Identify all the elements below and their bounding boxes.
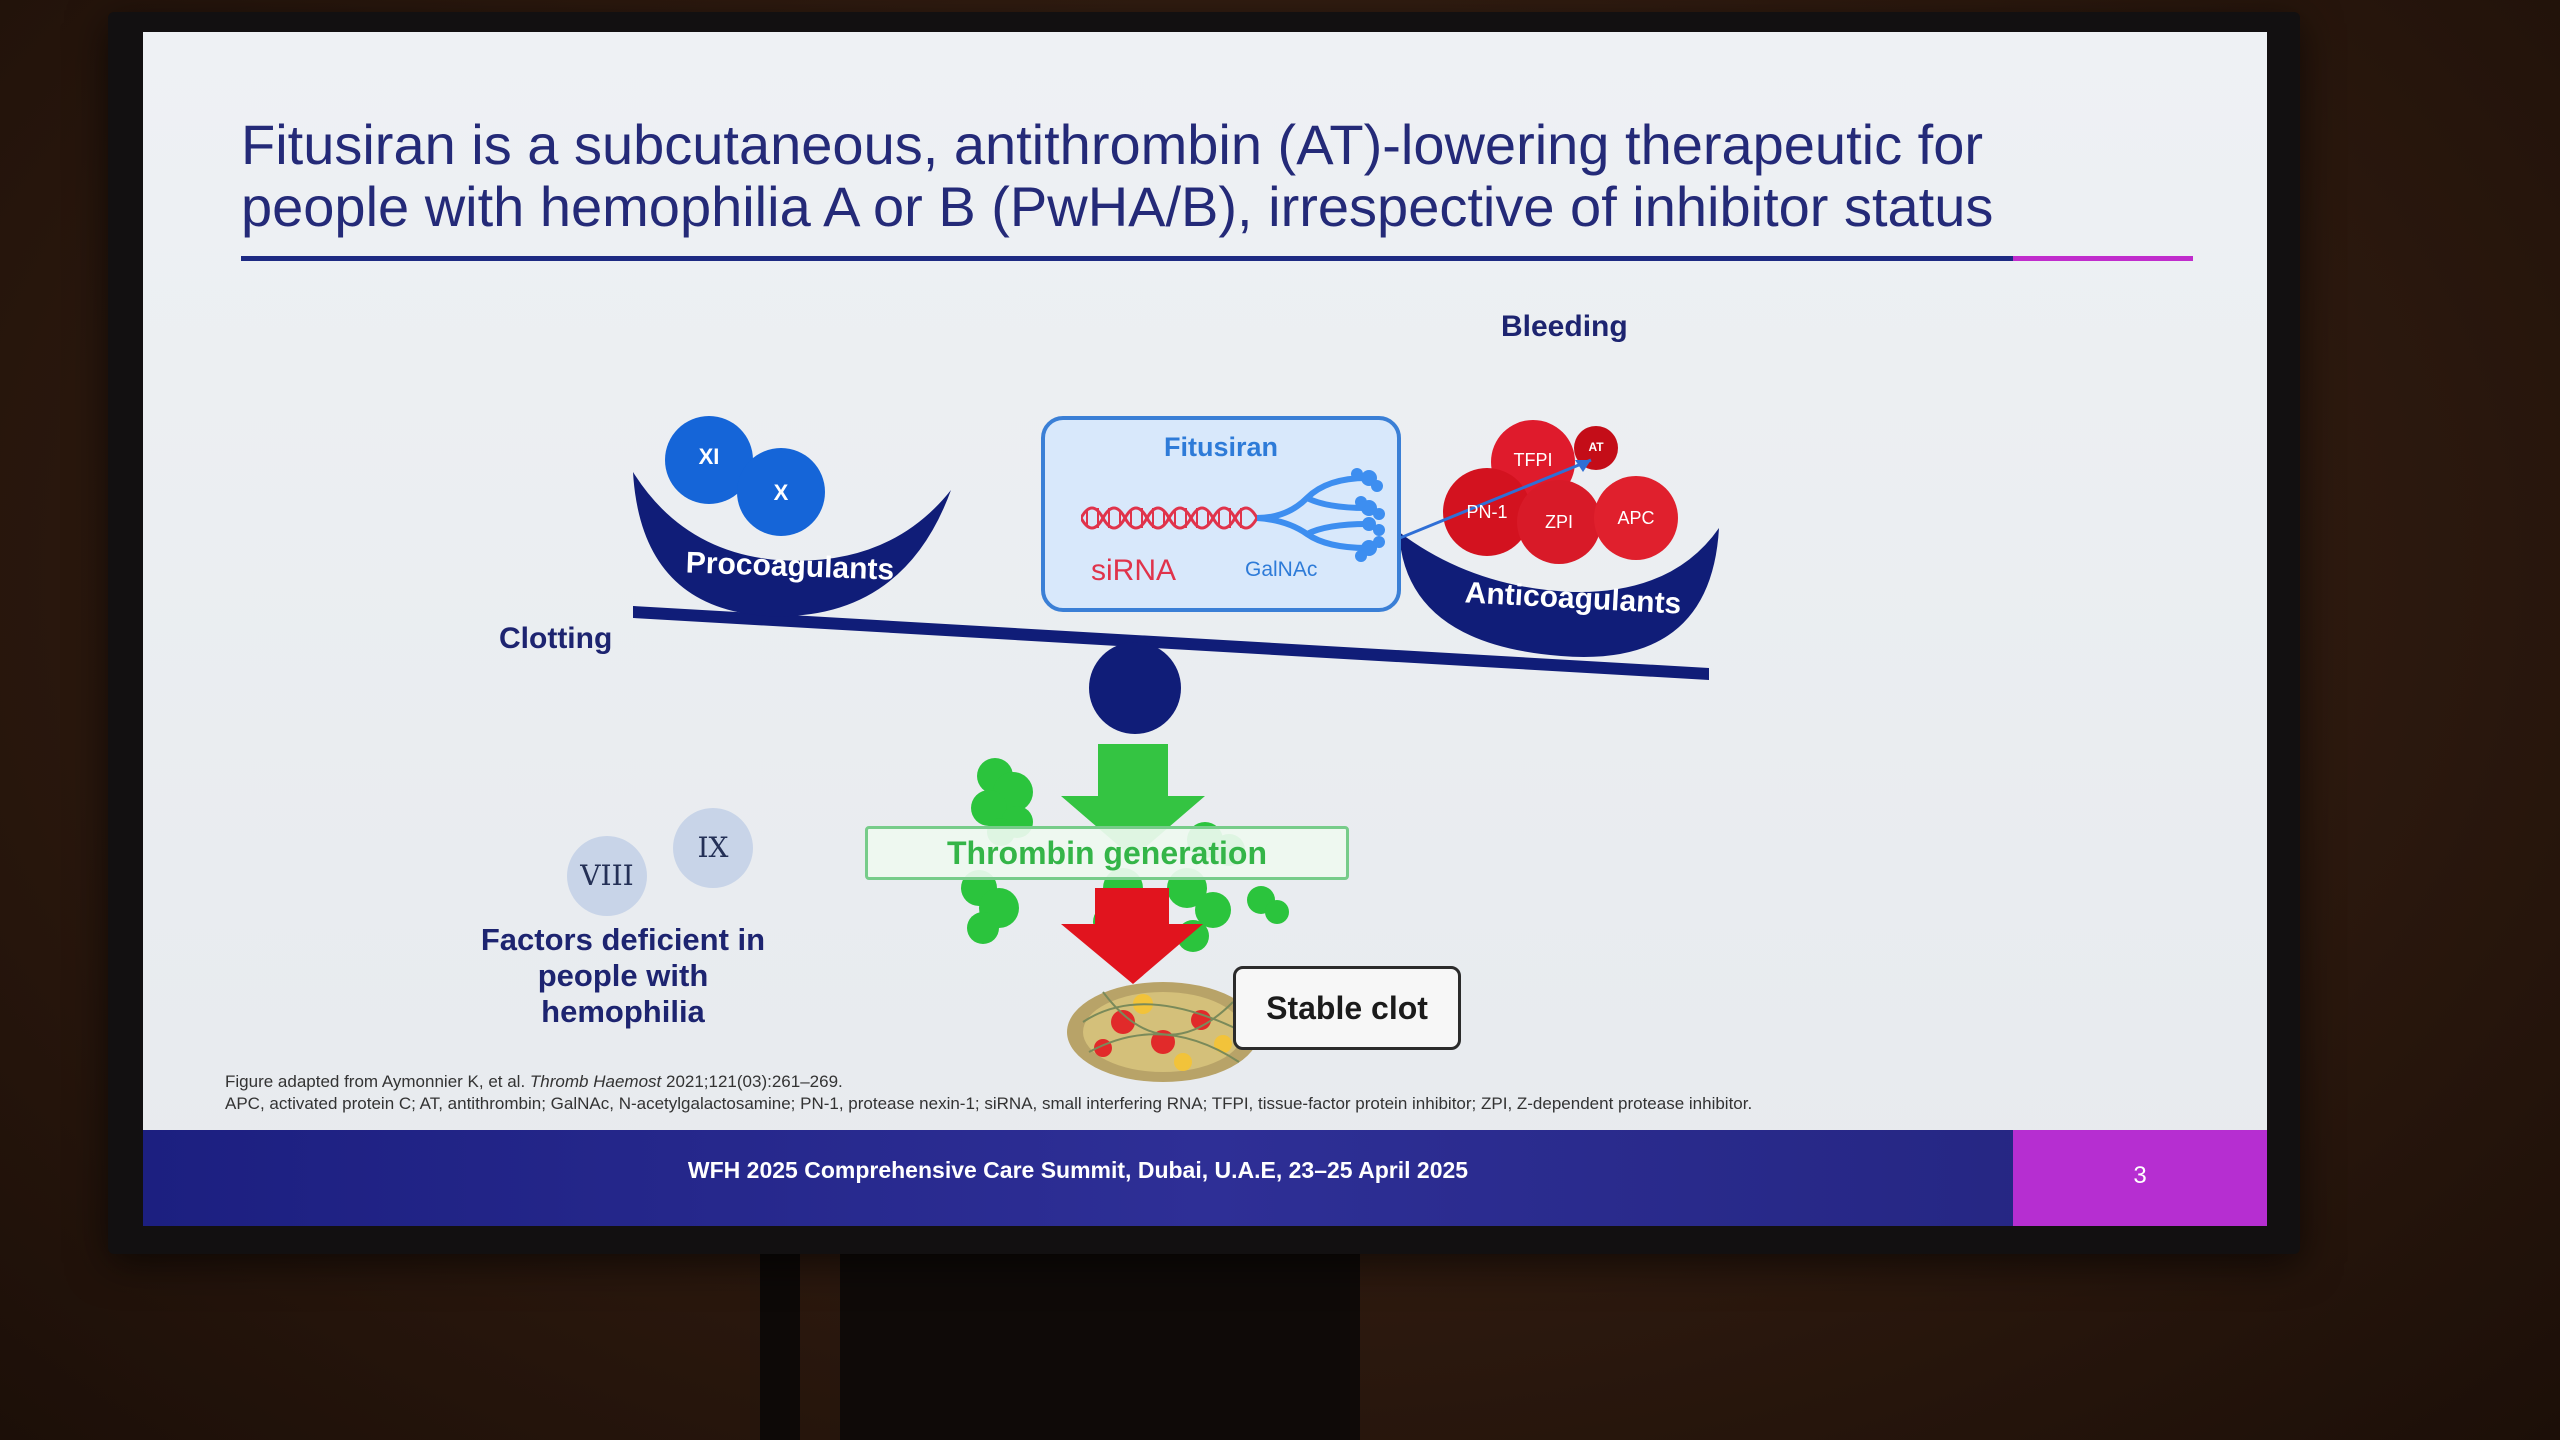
footnote-abbreviations: APC, activated protein C; AT, antithromb… bbox=[225, 1094, 1753, 1113]
deficient-factors-caption: Factors deficient in people with hemophi… bbox=[453, 922, 793, 1030]
monitor-stand-right bbox=[840, 1240, 1360, 1440]
factor-xi-sphere bbox=[665, 416, 753, 504]
sirna-helix-icon bbox=[1081, 506, 1257, 530]
factor-ix-bubble: IX bbox=[673, 808, 753, 888]
footnote-reference-suffix: 2021;121(03):261–269. bbox=[665, 1072, 843, 1091]
footnote-reference-prefix: Figure adapted from Aymonnier K, et al. bbox=[225, 1072, 526, 1091]
deficient-caption-line-2: people with bbox=[537, 958, 709, 993]
pn1-sphere bbox=[1443, 468, 1531, 556]
slide-footer: WFH 2025 Comprehensive Care Summit, Duba… bbox=[143, 1130, 2267, 1226]
monitor-stand-left bbox=[760, 1240, 800, 1440]
tfpi-label: TFPI bbox=[1513, 450, 1553, 470]
factor-x-label: X bbox=[773, 480, 789, 505]
balance-scale-diagram bbox=[633, 416, 1719, 1082]
apc-label: APC bbox=[1617, 508, 1655, 528]
footnote-reference: Figure adapted from Aymonnier K, et al. … bbox=[225, 1072, 843, 1092]
footer-event-text: WFH 2025 Comprehensive Care Summit, Duba… bbox=[687, 1157, 1469, 1183]
stable-clot-label: Stable clot bbox=[1233, 966, 1461, 1050]
factor-viii-bubble: VIII bbox=[567, 836, 647, 916]
at-sphere bbox=[1574, 426, 1618, 470]
red-arrow-head bbox=[1061, 924, 1203, 984]
fitusiran-title: Fitusiran bbox=[1163, 432, 1278, 462]
factor-x-sphere bbox=[737, 448, 825, 536]
fitusiran-target-arrowhead bbox=[1575, 460, 1591, 472]
scale-beam bbox=[633, 606, 1709, 680]
footnote-reference-journal: Thromb Haemost bbox=[529, 1072, 662, 1091]
stable-clot-mesh bbox=[1067, 982, 1259, 1082]
fitusiran-target-arrow bbox=[1394, 458, 1592, 542]
thrombin-generation-label: Thrombin generation bbox=[865, 826, 1349, 880]
bleeding-label: Bleeding bbox=[1501, 310, 1628, 343]
slide-title-line-2: people with hemophilia A or B (PwHA/B), … bbox=[241, 175, 1994, 238]
deficient-caption-line-3: hemophilia bbox=[541, 994, 705, 1029]
galnac-icon bbox=[1257, 468, 1385, 562]
footer-accent-block bbox=[2013, 1130, 2267, 1226]
title-underline bbox=[241, 256, 2013, 261]
pn1-label: PN-1 bbox=[1466, 502, 1508, 522]
zpi-label: ZPI bbox=[1544, 512, 1573, 532]
red-arrow-shaft bbox=[1095, 888, 1169, 926]
deficient-caption-line-1: Factors deficient in bbox=[480, 922, 766, 957]
clotting-label: Clotting bbox=[499, 622, 613, 655]
title-underline-accent bbox=[2013, 256, 2193, 261]
anticoagulant-bowl bbox=[1399, 528, 1719, 657]
scale-fulcrum bbox=[1089, 642, 1181, 734]
factor-xi-label: XI bbox=[698, 444, 720, 469]
zpi-sphere bbox=[1517, 480, 1601, 564]
galnac-label: GalNAc bbox=[1245, 558, 1318, 581]
slide-title-line-1: Fitusiran is a subcutaneous, antithrombi… bbox=[241, 113, 1983, 176]
sirna-label: siRNA bbox=[1091, 554, 1177, 587]
slide-title: Fitusiran is a subcutaneous, antithrombi… bbox=[241, 114, 2201, 238]
slide-page-number: 3 bbox=[2133, 1162, 2147, 1189]
green-arrow-shaft bbox=[1098, 744, 1168, 798]
apc-sphere bbox=[1594, 476, 1678, 560]
fitusiran-box: Fitusiran siRNA GalNAc bbox=[1041, 416, 1401, 612]
procoagulant-bowl bbox=[633, 472, 951, 617]
presentation-slide: Fitusiran is a subcutaneous, antithrombi… bbox=[143, 32, 2267, 1226]
at-label: AT bbox=[1588, 440, 1604, 454]
